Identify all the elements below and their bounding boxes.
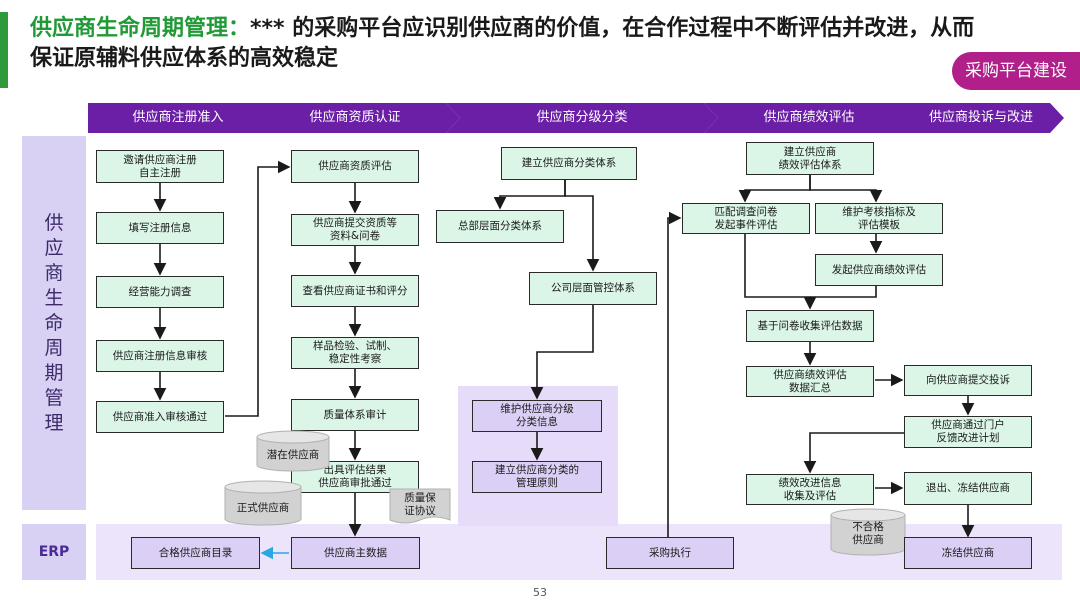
- erp-lane-label: ERP: [22, 524, 86, 580]
- store-formal-suppliers-icon: [224, 480, 302, 526]
- step-qualification-assessment: 供应商资质评估: [291, 150, 419, 183]
- lifecycle-lane-header: [22, 136, 86, 510]
- stage-chevron-qualification: 供应商资质认证: [250, 103, 460, 133]
- store-unqualified-suppliers: 不合格 供应商: [852, 521, 884, 546]
- step-portal-improvement-plan: 供应商通过门户 反馈改进计划: [904, 416, 1032, 448]
- step-admission-approved: 供应商准入审核通过: [96, 401, 224, 433]
- erp-purchase-execution: 采购执行: [606, 537, 734, 569]
- step-company-control-system: 公司层面管控体系: [529, 272, 657, 305]
- step-invite-registration: 邀请供应商注册 自主注册: [96, 150, 224, 183]
- step-improvement-info: 绩效改进信息 收集及评估: [746, 474, 874, 505]
- step-capability-survey: 经营能力调查: [96, 276, 224, 308]
- step-assessment-result: 出具评估结果 供应商审批通过: [291, 461, 419, 493]
- step-quality-system-audit: 质量体系审计: [291, 399, 419, 431]
- stage-chevron-performance: 供应商绩效评估: [704, 103, 914, 133]
- stage-chevron-complaint: 供应商投诉与改进: [898, 103, 1064, 133]
- step-build-performance-system: 建立供应商 绩效评估体系: [746, 142, 874, 175]
- page-title: 供应商生命周期管理：*** 的采购平台应识别供应商的价值，在合作过程中不断评估并…: [30, 14, 980, 74]
- store-potential-suppliers: 潜在供应商: [266, 448, 320, 461]
- store-unqualified-suppliers-icon: [830, 508, 906, 556]
- erp-qualified-supplier-list: 合格供应商目录: [131, 537, 260, 569]
- stage-chevron-classification: 供应商分级分类: [446, 103, 718, 133]
- store-potential-suppliers-icon: [256, 430, 330, 472]
- step-submit-complaint: 向供应商提交投诉: [904, 365, 1032, 396]
- step-launch-performance-eval: 发起供应商绩效评估: [815, 254, 943, 286]
- page-number: 53: [533, 586, 547, 599]
- step-registration-review: 供应商注册信息审核: [96, 340, 224, 372]
- store-formal-suppliers: 正式供应商: [236, 501, 290, 514]
- step-submit-qualification-docs: 供应商提交资质等 资料&问卷: [291, 214, 419, 246]
- title-body: *** 的采购平台应识别供应商的价值，在合作过程中不断评估并改进，从而保证原辅料…: [30, 16, 975, 71]
- step-view-certificates: 查看供应商证书和评分: [291, 275, 419, 307]
- erp-frozen-suppliers: 冻结供应商: [904, 537, 1032, 569]
- step-exit-freeze-supplier: 退出、冻结供应商: [904, 472, 1032, 505]
- document-quality-agreement: 质量保 证协议: [404, 492, 436, 517]
- title-prefix: 供应商生命周期管理：: [30, 16, 251, 41]
- step-fill-registration-info: 填写注册信息: [96, 212, 224, 244]
- step-maintain-kpi-template: 维护考核指标及 评估模板: [815, 203, 943, 234]
- step-sample-inspection: 样品检验、试制、 稳定性考察: [291, 337, 419, 369]
- step-performance-summary: 供应商绩效评估 数据汇总: [746, 366, 874, 397]
- section-badge: 采购平台建设: [952, 52, 1080, 90]
- step-hq-classification: 总部层面分类体系: [436, 210, 564, 243]
- step-maintain-classification-info: 维护供应商分级 分类信息: [472, 400, 602, 432]
- stage-chevron-registration: 供应商注册准入: [88, 103, 268, 133]
- title-accent-bar: [0, 12, 8, 88]
- step-build-classification-system: 建立供应商分类体系: [501, 147, 637, 180]
- document-quality-agreement-icon: [389, 488, 451, 524]
- step-collect-eval-data: 基于问卷收集评估数据: [746, 310, 874, 342]
- erp-supplier-master-data: 供应商主数据: [291, 537, 420, 569]
- step-classification-principles: 建立供应商分类的 管理原则: [472, 461, 602, 493]
- step-match-questionnaire: 匹配调查问卷 发起事件评估: [682, 203, 810, 234]
- lifecycle-lane-label: 供应商生命周期管理: [44, 211, 64, 434]
